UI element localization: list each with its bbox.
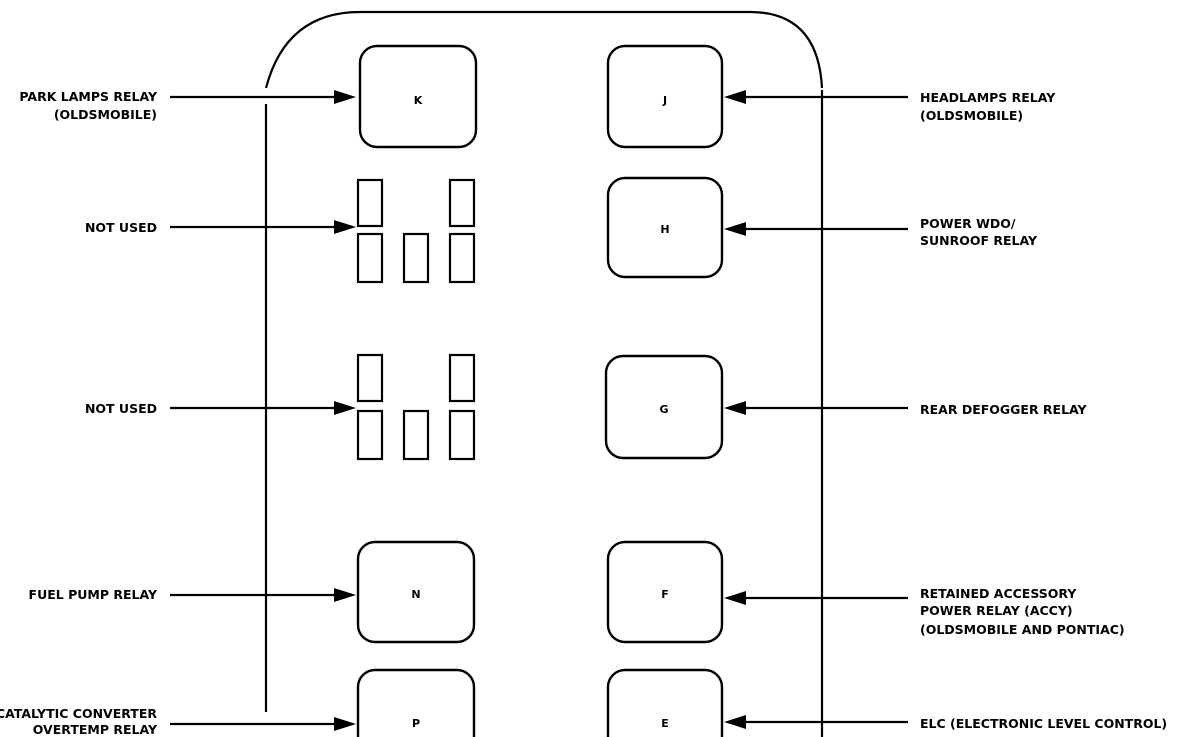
svg-text:NOT USED: NOT USED bbox=[85, 220, 157, 235]
leader-arrow-park-lamps bbox=[170, 90, 356, 104]
callout-headlamps-relay: HEADLAMPS RELAY (OLDSMOBILE) bbox=[920, 90, 1056, 123]
svg-text:(OLDSMOBILE AND PONTIAC): (OLDSMOBILE AND PONTIAC) bbox=[920, 622, 1125, 637]
relay-f-label: F bbox=[661, 588, 669, 601]
svg-text:(OLDSMOBILE): (OLDSMOBILE) bbox=[920, 108, 1023, 123]
svg-text:PARK LAMPS RELAY: PARK LAMPS RELAY bbox=[19, 89, 158, 104]
svg-text:(OLDSMOBILE): (OLDSMOBILE) bbox=[54, 107, 157, 122]
svg-text:REAR DEFOGGER RELAY: REAR DEFOGGER RELAY bbox=[920, 402, 1088, 417]
callout-retained-accessory-power-relay: RETAINED ACCESSORY POWER RELAY (ACCY) (O… bbox=[920, 586, 1125, 637]
svg-text:SUNROOF RELAY: SUNROOF RELAY bbox=[920, 233, 1038, 248]
relay-h-label: H bbox=[660, 223, 669, 236]
svg-text:POWER RELAY (ACCY): POWER RELAY (ACCY) bbox=[920, 603, 1073, 618]
leader-arrow-not-used-upper bbox=[170, 220, 356, 234]
svg-text:OVERTEMP RELAY: OVERTEMP RELAY bbox=[33, 722, 158, 737]
callout-park-lamps-relay: PARK LAMPS RELAY (OLDSMOBILE) bbox=[19, 89, 158, 122]
svg-text:NOT USED: NOT USED bbox=[85, 401, 157, 416]
relay-j-label: J bbox=[662, 94, 667, 107]
svg-text:FUEL PUMP RELAY: FUEL PUMP RELAY bbox=[29, 587, 158, 602]
relay-f: F bbox=[606, 540, 724, 644]
leader-arrow-power-wdo bbox=[724, 222, 908, 236]
callout-fuel-pump-relay: FUEL PUMP RELAY bbox=[29, 587, 158, 602]
svg-text:HEADLAMPS RELAY: HEADLAMPS RELAY bbox=[920, 90, 1056, 105]
svg-text:RETAINED ACCESSORY: RETAINED ACCESSORY bbox=[920, 586, 1077, 601]
callout-catalytic-converter-relay: CATALYTIC CONVERTER OVERTEMP RELAY bbox=[0, 706, 158, 737]
leader-arrow-retained-accessory bbox=[724, 591, 908, 605]
svg-text:POWER WDO/: POWER WDO/ bbox=[920, 216, 1016, 231]
leader-arrow-rear-defogger bbox=[724, 401, 908, 415]
relay-g: G bbox=[604, 354, 724, 460]
relay-p-label: P bbox=[412, 717, 420, 730]
relay-n-label: N bbox=[411, 588, 420, 601]
relay-j: J bbox=[606, 44, 724, 149]
relay-e: E bbox=[606, 668, 724, 737]
svg-text:CATALYTIC CONVERTER: CATALYTIC CONVERTER bbox=[0, 706, 157, 721]
relay-center-housing-outline bbox=[264, 10, 824, 89]
callout-rear-defogger-relay: REAR DEFOGGER RELAY bbox=[920, 402, 1088, 417]
relay-e-label: E bbox=[661, 717, 669, 730]
leader-arrow-headlamps bbox=[724, 90, 908, 104]
relay-k: K bbox=[358, 44, 478, 149]
svg-text:ELC (ELECTRONIC LEVEL CONTROL): ELC (ELECTRONIC LEVEL CONTROL) bbox=[920, 716, 1167, 731]
leader-arrow-not-used-lower bbox=[170, 401, 356, 415]
callout-power-wdo-sunroof-relay: POWER WDO/ SUNROOF RELAY bbox=[920, 216, 1038, 248]
relay-h: H bbox=[606, 176, 724, 279]
relay-n: N bbox=[356, 540, 476, 644]
callout-not-used-upper: NOT USED bbox=[85, 220, 157, 235]
unused-relay-slot-upper bbox=[356, 178, 476, 284]
unused-relay-slot-lower bbox=[356, 353, 476, 461]
relay-k-label: K bbox=[414, 94, 423, 107]
callout-not-used-lower: NOT USED bbox=[85, 401, 157, 416]
leader-arrow-catalytic-converter bbox=[170, 717, 356, 731]
callout-elc-electronic-level-control: ELC (ELECTRONIC LEVEL CONTROL) bbox=[920, 716, 1167, 731]
relay-p: P bbox=[356, 668, 476, 737]
leader-arrow-elc bbox=[724, 715, 908, 729]
relay-g-label: G bbox=[659, 403, 668, 416]
leader-arrow-fuel-pump bbox=[170, 588, 356, 602]
